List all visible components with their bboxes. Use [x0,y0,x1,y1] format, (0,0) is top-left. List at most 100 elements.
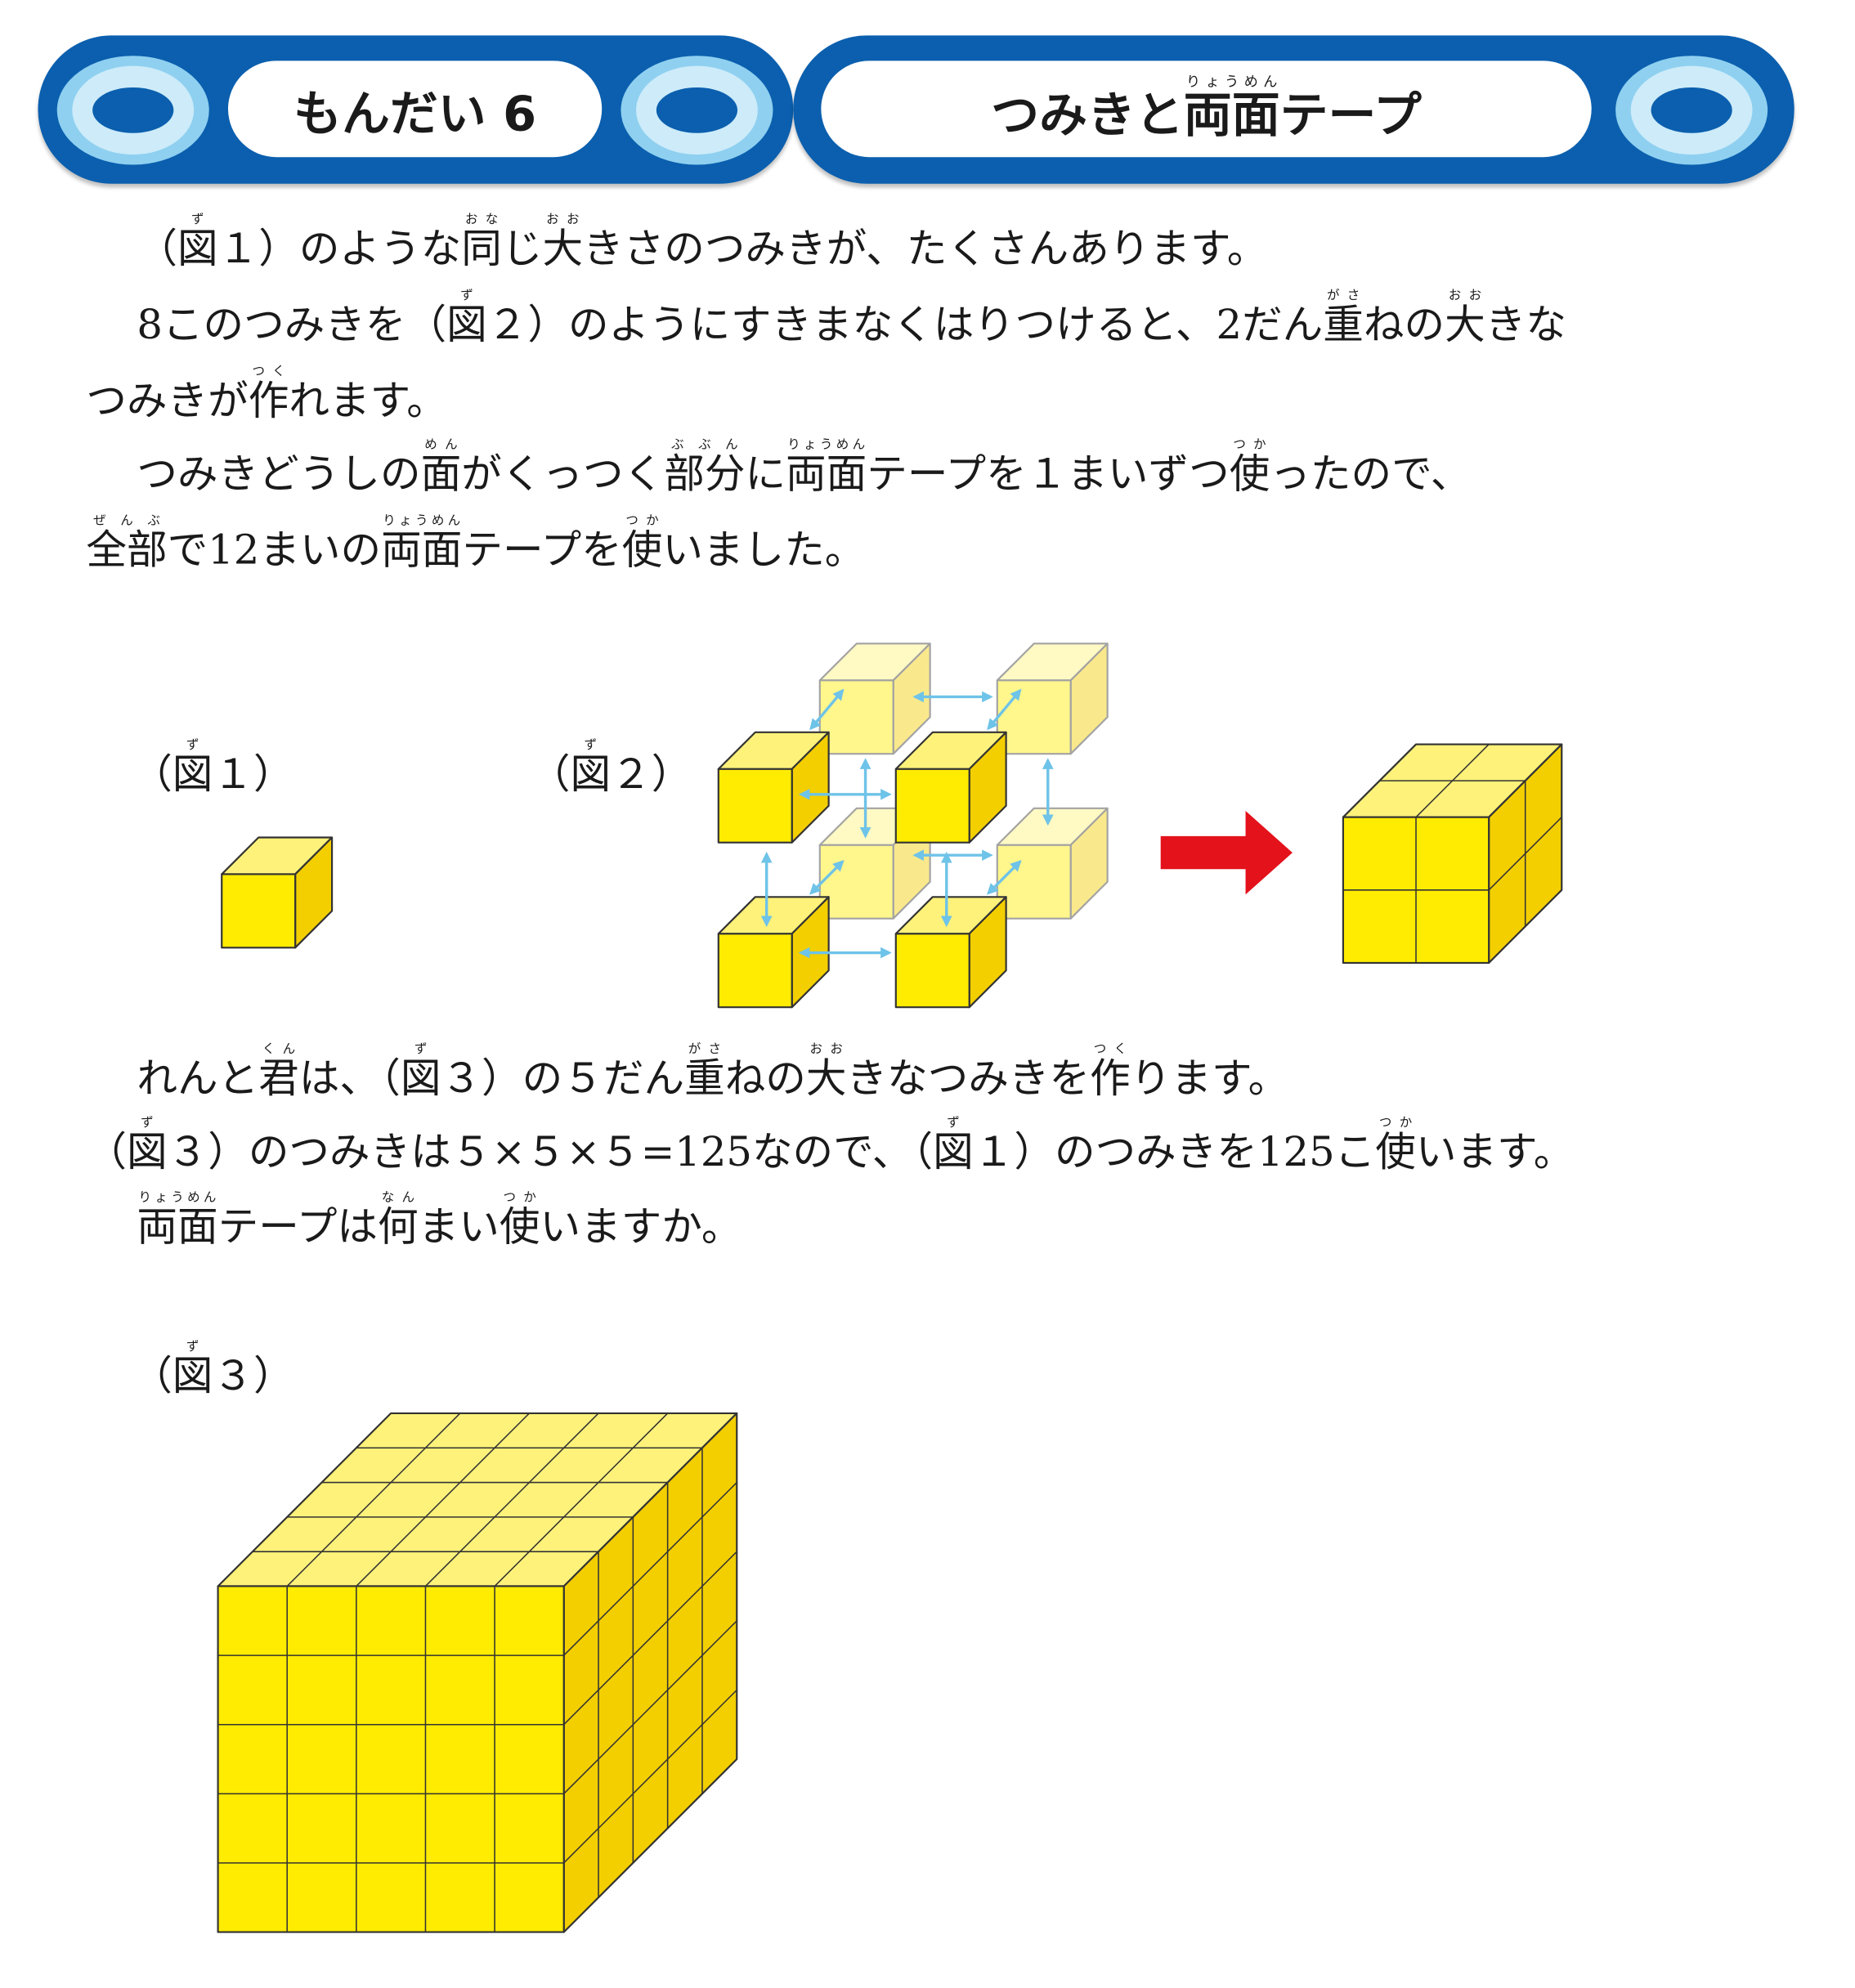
cube-top-face [818,643,931,682]
text-segment: 8このつみきを（ [137,300,447,349]
text-segment: ねの [724,1054,806,1103]
kanji: 重 [1323,300,1364,349]
furigana: りょうめん [381,514,463,529]
furigana-word: 図ず [172,1341,213,1400]
tape-arrow-icon [809,860,845,895]
fig1-label: （図ず１） [132,739,293,801]
text-segment: いました。 [662,526,866,575]
tape-arrow-icon [986,860,1022,895]
kanji: 図 [570,750,612,799]
kanji: 全部 [86,526,168,575]
kanji: 両面 [1183,87,1280,143]
text-segment: （ [137,224,178,273]
cube-front-face [996,679,1072,755]
cube-grid-line [563,1620,737,1794]
cube-grid-line [563,1551,737,1726]
text-line-1: （図ず１）のような同おなじ大おおきさのつみきが、たくさんあります。 [137,213,1267,273]
furigana-word: 両面りょうめん [1183,73,1280,143]
text-segment: ねの [1363,300,1445,349]
furigana-word: 何なん [378,1191,419,1251]
kanji: 使 [499,1202,540,1251]
furigana: りょうめん [137,1190,218,1205]
cube-top-face [996,643,1109,682]
furigana-word: 使つか [499,1191,540,1251]
kanji: 両面 [786,450,867,499]
kanji: 図 [177,224,218,273]
furigana: りょうめん [1183,73,1280,90]
kanji: 作 [1090,1054,1131,1103]
oval-ornament [56,56,209,165]
cube-front-face [894,933,970,1009]
kanji: 作 [248,376,289,425]
furigana: ず [127,1116,168,1131]
text-segment: ３）のつみきは５×５×５=125なので、（ [167,1127,934,1176]
fig1-cube [221,836,334,949]
furigana: ず [172,1340,213,1354]
cube-front-face [818,844,894,920]
furigana: つく [248,365,289,379]
kanji: 使 [1229,450,1270,499]
furigana: がさ [684,1042,725,1057]
furigana-word: 図ず [570,739,612,799]
furigana: ぜんぶ [86,514,168,529]
oval-ornament [621,56,773,165]
text-segment: （ [132,1351,173,1400]
kanji: 図 [400,1054,441,1103]
cube-front-face [221,873,297,949]
text-segment: ったので、 [1270,450,1472,499]
text-segment: れます。 [289,376,447,425]
text-line-2: 8このつみきを（図ず２）のようにすきまなくはりつけると、2だん重がさねの大おおき… [137,289,1566,349]
fig3-label: （図ず３） [132,1341,293,1403]
furigana-word: 両面りょうめん [786,438,867,499]
cube-grid-line [356,1413,530,1587]
text-line-8: 両面りょうめんテープは何なんまい使つかいますか。 [137,1191,742,1251]
furigana-word: 図ず [172,739,213,799]
furigana-word: 図ず [400,1043,441,1103]
text-segment: は、（ [298,1054,401,1103]
furigana-word: 両面りょうめん [381,514,462,574]
text-segment: に [745,450,786,499]
kanji: 両面 [137,1202,218,1251]
text-segment: テープを [462,526,622,575]
cube-grid-line [563,1481,737,1656]
oval-ornament [1615,56,1768,165]
furigana-word: 重がさ [1323,289,1364,349]
furigana: くん [258,1042,299,1057]
text-line-7: （図ず３）のつみきは５×５×５=125なので、（図ず１）のつみきを125こ使つか… [86,1116,1574,1176]
kanji: 図 [127,1127,168,1176]
text-segment: います。 [1415,1127,1575,1176]
kanji: 何 [378,1202,419,1251]
kanji: 使 [621,526,663,575]
header-band-right: つみきと両面りょうめんテープ [793,35,1795,184]
cube-front-face [818,679,894,755]
problem-label: もんだい 6 [293,85,537,141]
furigana: めん [420,438,462,453]
text-line-4: つみきどうしの面めんがくっつく部分ぶぶんに両面りょうめんテープを１まいずつ使つか… [137,438,1471,499]
text-segment: れんと [137,1054,259,1103]
furigana-word: 図ず [933,1116,974,1175]
red-arrow-icon [1160,810,1293,895]
text-segment: つみきと [991,87,1184,143]
furigana: つか [1375,1116,1416,1131]
text-segment: （ [132,750,173,799]
header-band-left: もんだい 6 [38,35,794,184]
text-segment: で12まいの [167,526,382,575]
furigana-word: 図ず [446,289,487,348]
text-segment: いますか。 [540,1202,742,1251]
text-segment: きさのつみきが、たくさんあります。 [583,224,1268,273]
text-segment: テープは [217,1202,379,1251]
kanji: 図 [172,1351,213,1400]
fig2-back-cube [818,643,931,755]
cube-grid-line [1488,817,1562,891]
text-segment: ２） [611,750,692,799]
kanji: 大 [805,1054,847,1103]
kanji: 図 [172,750,213,799]
furigana: なん [378,1190,419,1205]
furigana-word: 大おお [1445,289,1485,348]
furigana: つく [1090,1042,1131,1057]
fig2-back-cube [996,807,1109,920]
furigana: ぶぶん [664,438,746,453]
text-segment: きな [1485,300,1566,349]
furigana-word: 全部ぜんぶ [86,514,168,575]
